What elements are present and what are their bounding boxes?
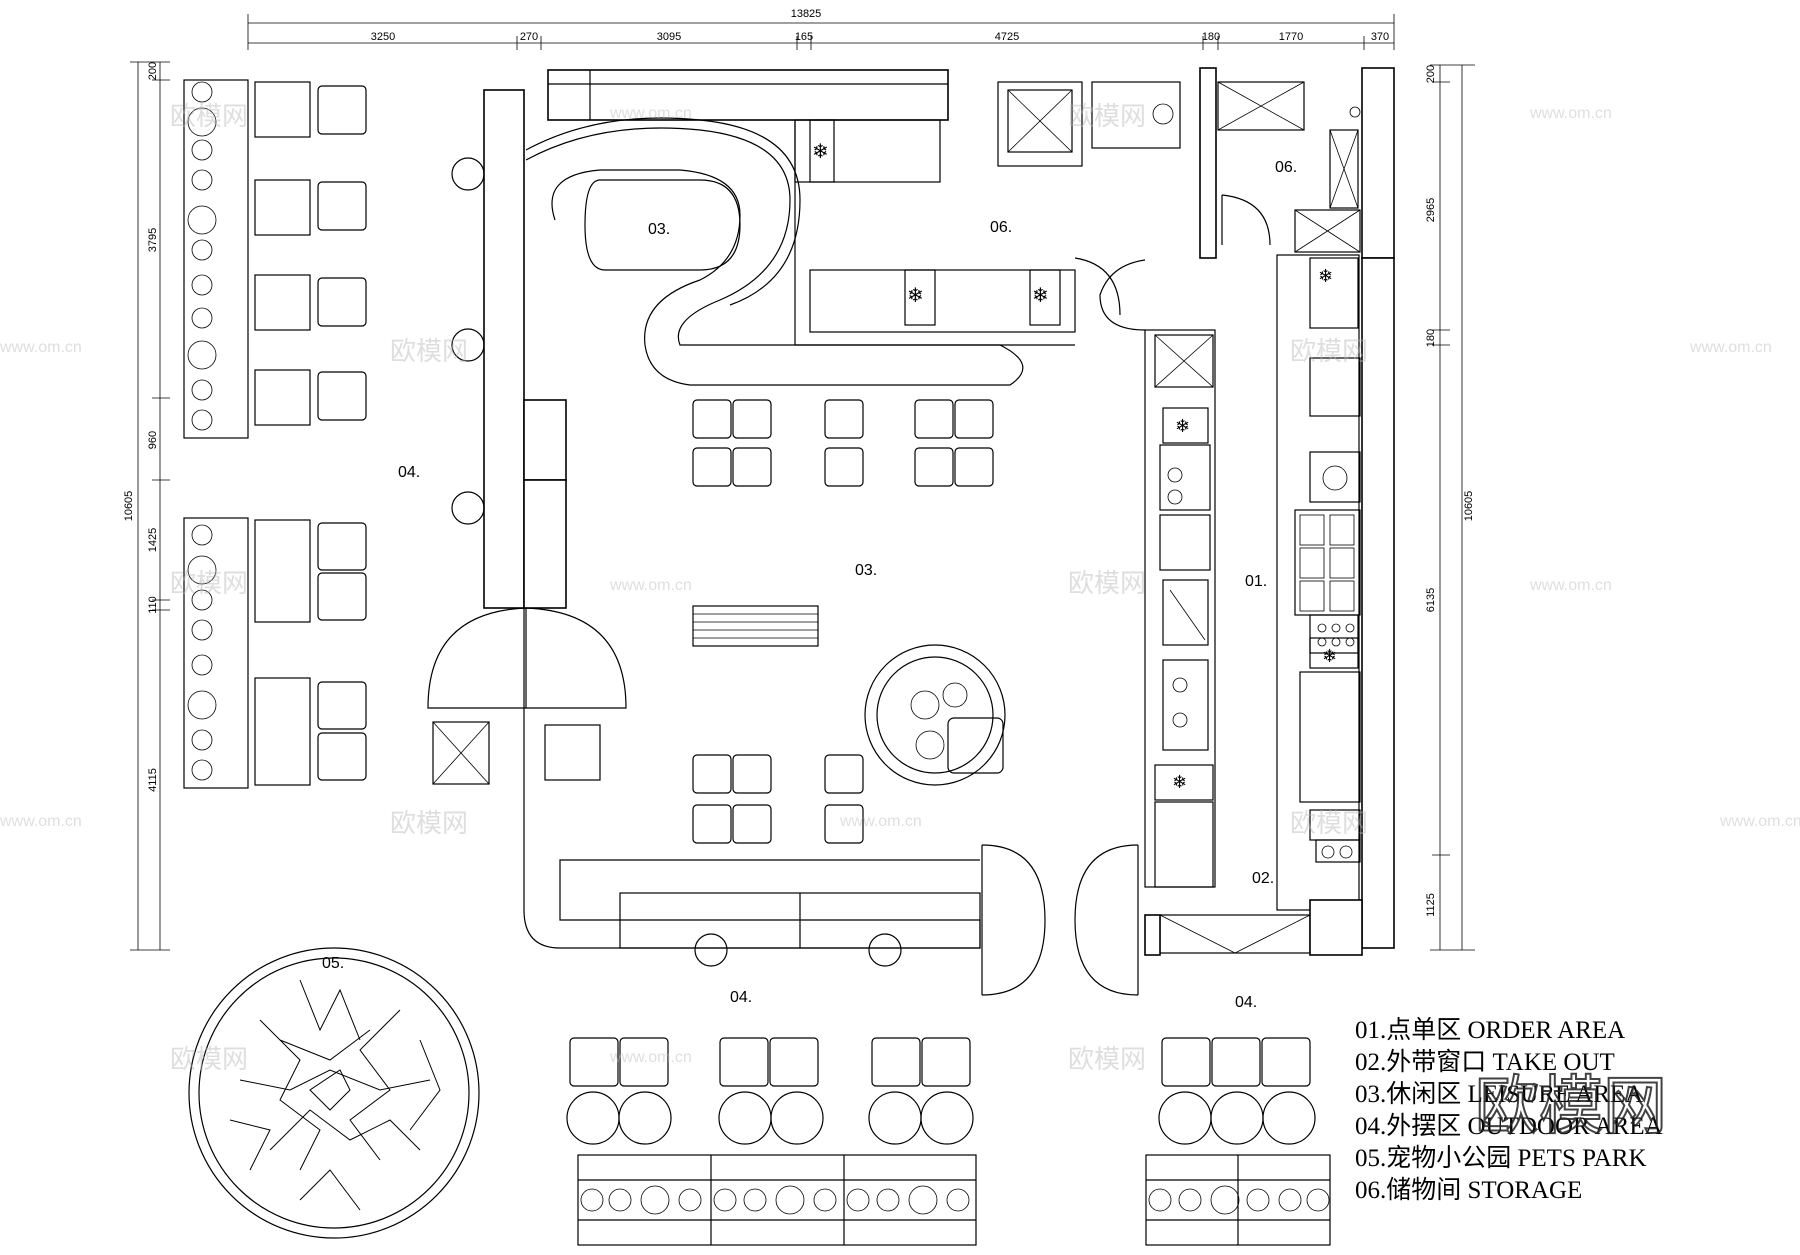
snowflake-icon: ❄ bbox=[1032, 283, 1049, 307]
room-label-outdoor-bottom-right: 04. bbox=[1235, 994, 1257, 1011]
dim-right-seg: 6135 bbox=[1425, 588, 1437, 612]
watermark-brand: 欧模网 bbox=[170, 101, 248, 131]
leisure-seating: 03. bbox=[692, 399, 1006, 844]
watermark-site: www.om.cn bbox=[1529, 577, 1612, 594]
watermark-brand-large: 欧模网 bbox=[1475, 1070, 1667, 1144]
watermark-brand: 欧模网 bbox=[1290, 808, 1368, 838]
watermark-brand: 欧模网 bbox=[170, 1044, 248, 1074]
room-label-outdoor-left: 04. bbox=[398, 464, 420, 481]
plant-icon bbox=[910, 690, 940, 720]
door-swing-icon bbox=[981, 844, 1046, 996]
dim-left-seg: 4115 bbox=[147, 768, 159, 792]
dim-right-total: 10605 bbox=[1463, 491, 1475, 522]
dim-left-seg: 960 bbox=[147, 431, 159, 449]
planter-row-bottom bbox=[580, 1185, 1330, 1215]
legend: 01.点单区 ORDER AREA 02.外带窗口 TAKE OUT 03.休闲… bbox=[1355, 1016, 1663, 1204]
legend-item: 02.外带窗口 TAKE OUT bbox=[1355, 1048, 1615, 1076]
dim-left-seg: 1425 bbox=[147, 528, 159, 552]
column-circle bbox=[451, 157, 485, 191]
planter-row-left bbox=[187, 81, 217, 781]
tree-icon bbox=[229, 979, 441, 1211]
snowflake-icon: ❄ bbox=[907, 283, 924, 307]
dim-top-seg: 270 bbox=[520, 31, 538, 43]
room-label-storage-center: 06. bbox=[990, 219, 1012, 236]
watermark-brand: 欧模网 bbox=[1290, 336, 1368, 366]
dim-left-seg: 110 bbox=[147, 596, 159, 614]
room-label-leisure-main: 03. bbox=[855, 562, 877, 579]
plant-icon bbox=[942, 682, 968, 708]
watermark-site: www.om.cn bbox=[1689, 339, 1772, 356]
door-swing-icon bbox=[1074, 844, 1139, 996]
legend-item: 03.休闲区 LEISURE AREA bbox=[1355, 1080, 1643, 1108]
dim-top-total: 13825 bbox=[791, 8, 822, 20]
dim-right-seg: 180 bbox=[1425, 329, 1437, 347]
building-walls: 03. ❄ ❄ ❄ 06. 06. bbox=[427, 67, 1395, 996]
left-outdoor-seating: 04. bbox=[183, 79, 420, 789]
watermark-brand: 欧模网 bbox=[1068, 101, 1146, 131]
dim-top-seg: 3095 bbox=[657, 31, 681, 43]
watermark-brand: 欧模网 bbox=[1068, 568, 1146, 598]
watermark-site: www.om.cn bbox=[1719, 813, 1800, 830]
sink-icon bbox=[1091, 81, 1181, 149]
dim-left-seg: 200 bbox=[147, 62, 159, 80]
dim-top-seg: 165 bbox=[795, 31, 813, 43]
left-dimension-lines: 10605 200 3795 960 1425 110 4115 bbox=[123, 61, 170, 951]
legend-item: 06.储物间 STORAGE bbox=[1355, 1176, 1582, 1204]
room-label-leisure-top: 03. bbox=[648, 221, 670, 238]
door-swing-icon bbox=[1099, 259, 1146, 331]
watermarks: 欧模网 欧模网 欧模网 欧模网 欧模网 欧模网 欧模网 欧模网 欧模网 欧模网 … bbox=[0, 101, 1800, 1145]
dim-top-seg: 180 bbox=[1202, 31, 1220, 43]
room-label-take-out: 02. bbox=[1252, 870, 1274, 887]
column-circle bbox=[694, 933, 728, 967]
watermark-brand: 欧模网 bbox=[170, 568, 248, 598]
snowflake-icon: ❄ bbox=[812, 139, 829, 163]
dim-top-seg: 3250 bbox=[371, 31, 395, 43]
room-label-storage-right: 06. bbox=[1275, 159, 1297, 176]
watermark-site: www.om.cn bbox=[609, 1049, 692, 1066]
dim-top-seg: 1770 bbox=[1279, 31, 1303, 43]
watermark-site: www.om.cn bbox=[609, 105, 692, 122]
column-circle bbox=[451, 328, 485, 362]
snowflake-icon: ❄ bbox=[1172, 772, 1187, 793]
legend-item: 05.宠物小公园 PETS PARK bbox=[1355, 1144, 1647, 1172]
door-swing-icon bbox=[427, 607, 627, 709]
dim-top-seg: 4725 bbox=[995, 31, 1019, 43]
watermark-site: www.om.cn bbox=[609, 577, 692, 594]
watermark-brand: 欧模网 bbox=[390, 336, 468, 366]
watermark-brand: 欧模网 bbox=[390, 808, 468, 838]
snowflake-icon: ❄ bbox=[1322, 646, 1337, 667]
dim-right-seg: 2965 bbox=[1425, 198, 1437, 222]
dim-left-seg: 3795 bbox=[147, 228, 159, 252]
dim-right-seg: 1125 bbox=[1425, 893, 1437, 917]
dim-left-total: 10605 bbox=[123, 491, 135, 522]
legend-item: 01.点单区 ORDER AREA bbox=[1355, 1016, 1625, 1044]
watermark-site: www.om.cn bbox=[0, 339, 82, 356]
watermark-brand: 欧模网 bbox=[1068, 1044, 1146, 1074]
room-label-pets-park: 05. bbox=[322, 955, 344, 972]
watermark-site: www.om.cn bbox=[839, 813, 922, 830]
dim-right-seg: 200 bbox=[1425, 65, 1437, 83]
column-circle bbox=[868, 933, 902, 967]
room-label-outdoor-bottom-mid: 04. bbox=[730, 989, 752, 1006]
snowflake-icon: ❄ bbox=[1175, 416, 1190, 437]
snowflake-icon: ❄ bbox=[1318, 266, 1333, 287]
column-circle bbox=[451, 491, 485, 525]
watermark-site: www.om.cn bbox=[0, 813, 82, 830]
top-dimension-lines: 13825 3250 270 3095 165 4725 180 1770 37… bbox=[247, 8, 1395, 50]
legend-item: 04.外摆区 OUTDOOR AREA bbox=[1355, 1112, 1663, 1140]
door-swing-icon bbox=[1221, 194, 1271, 246]
room-label-order-area: 01. bbox=[1245, 573, 1267, 590]
watermark-site: www.om.cn bbox=[1529, 105, 1612, 122]
pets-park: 05. bbox=[188, 947, 480, 1239]
bottom-outdoor-seating: 04. 04. bbox=[566, 989, 1331, 1246]
stove-icon bbox=[1162, 659, 1209, 751]
dim-top-seg: 370 bbox=[1371, 31, 1389, 43]
plant-icon bbox=[915, 730, 945, 760]
right-dimension-lines: 10605 200 2965 180 6135 1125 bbox=[1425, 64, 1475, 951]
